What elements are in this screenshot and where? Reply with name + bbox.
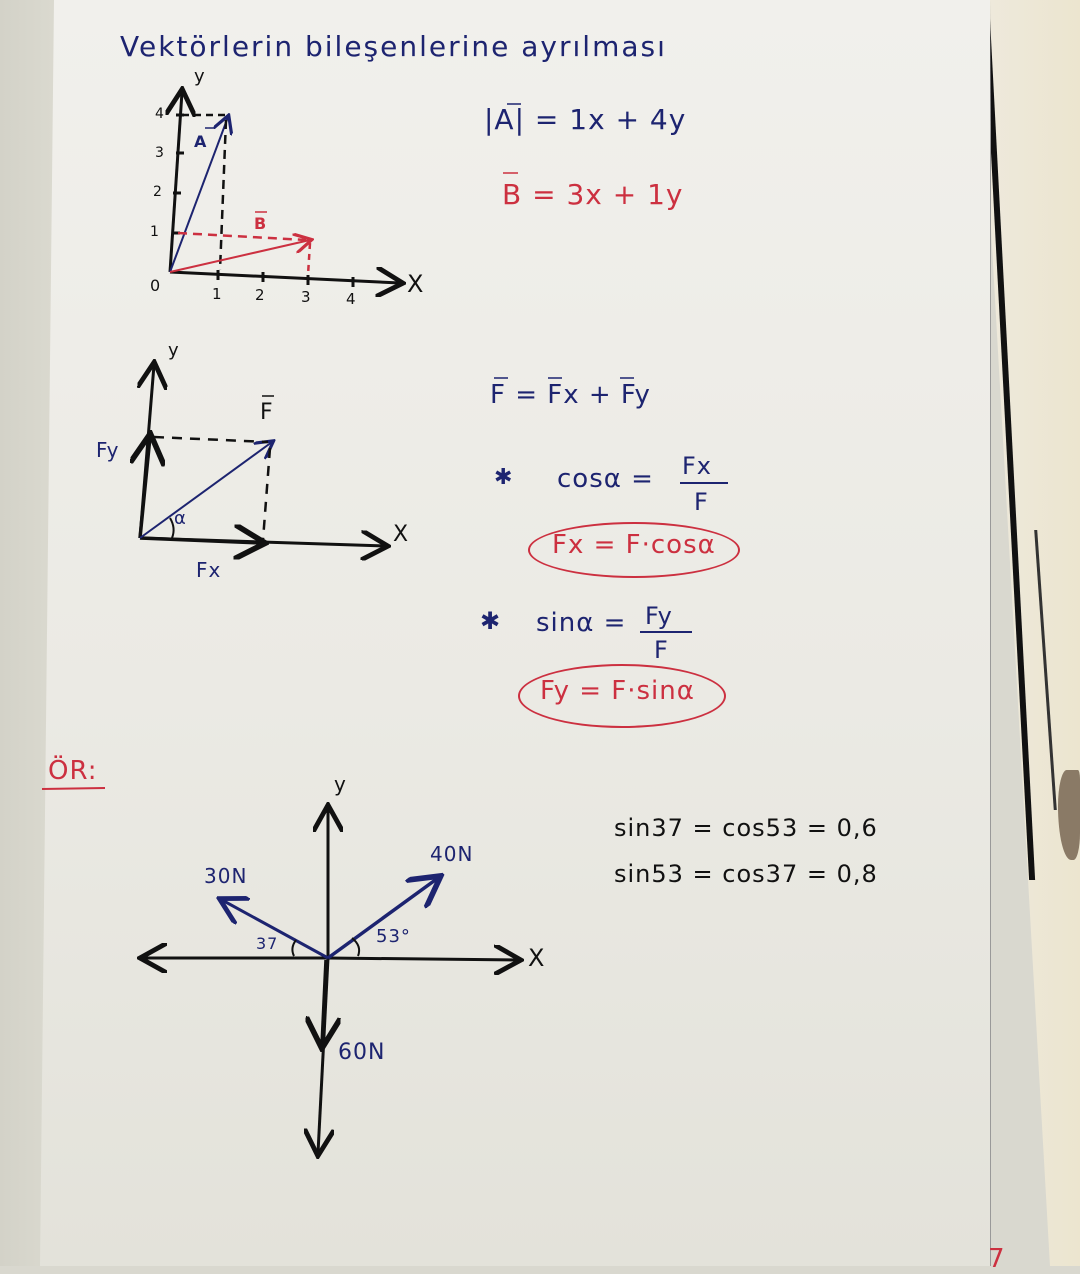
page-title: Vektörlerin bileşenlerine ayrılması: [120, 30, 667, 63]
graph1-y-label: y: [194, 66, 206, 87]
fx-formula-highlight: [528, 522, 740, 578]
graph1-x-tick-3: 3: [301, 288, 312, 306]
fx-formula: Fx = F·cosα: [552, 530, 716, 560]
vector-a-equation: |A| = 1x + 4y: [484, 103, 687, 136]
force-60n-label: 60N: [338, 1040, 386, 1065]
graph1-origin-label: 0: [150, 276, 162, 295]
graph1-y-tick-3: 3: [155, 145, 165, 161]
example-y-label: y: [334, 772, 347, 796]
graph2-axes: [140, 365, 385, 546]
graph2-fx-label: Fx: [196, 558, 222, 582]
graph2-fy-label: Fy: [96, 438, 120, 462]
graph1-axes: [170, 92, 400, 287]
sin-lhs: sinα =: [536, 608, 627, 638]
bullet-star-icon-2: ✱: [480, 607, 502, 635]
angle-53-label: 53°: [376, 926, 411, 947]
example-x-label: X: [528, 944, 546, 972]
vector-a-label: A: [194, 132, 208, 151]
sin-numerator: Fy: [645, 602, 673, 630]
torn-paper-edge: [1058, 770, 1080, 860]
trig-values-line-1: sin37 = cos53 = 0,6: [614, 814, 878, 842]
graph2-alpha-label: α: [174, 508, 187, 529]
notebook-page: [40, 0, 990, 1266]
sin-denominator: F: [654, 636, 669, 664]
force-40n-label: 40N: [430, 842, 474, 866]
trig-values-line-2: sin53 = cos37 = 0,8: [614, 860, 878, 888]
angle-37-label: 37: [256, 934, 279, 953]
graph1-y-tick-2: 2: [153, 184, 163, 200]
graph1-x-tick-2: 2: [255, 286, 266, 304]
example-heading: ÖR:: [48, 756, 98, 786]
graph2-x-label: X: [393, 522, 410, 547]
force-sum-equation: F = Fx + Fy: [490, 380, 651, 410]
graph1-y-tick-4: 4: [155, 106, 165, 122]
example-axes: [143, 808, 518, 1153]
bullet-star-icon: ✱: [494, 465, 514, 490]
cos-numerator: Fx: [682, 452, 713, 480]
graph2-vector-f: [139, 395, 274, 541]
graph1-x-label: X: [407, 270, 425, 298]
graph1-vector-a: [169, 115, 228, 273]
vector-b-equation: B = 3x + 1y: [502, 178, 684, 211]
graph1-x-tick-4: 4: [346, 290, 357, 308]
cos-denominator: F: [694, 488, 709, 516]
force-30n-label: 30N: [204, 864, 248, 888]
example-heading-underline: [41, 787, 106, 790]
page-number: 7: [988, 1244, 1006, 1274]
cos-lhs: cosα =: [557, 464, 654, 494]
graph2-vector-f-label: F: [260, 400, 274, 425]
vector-b-label: B: [254, 214, 268, 233]
graph1-y-tick-1: 1: [150, 224, 160, 240]
fy-formula-highlight: [518, 664, 726, 728]
graph1-x-tick-1: 1: [212, 285, 223, 303]
fy-formula: Fy = F·sinα: [540, 676, 695, 706]
vector-arrows-formula: [494, 103, 728, 633]
graph2-y-label: y: [168, 340, 180, 361]
graph1-vector-b: [169, 211, 310, 276]
example-forces: [222, 878, 438, 960]
